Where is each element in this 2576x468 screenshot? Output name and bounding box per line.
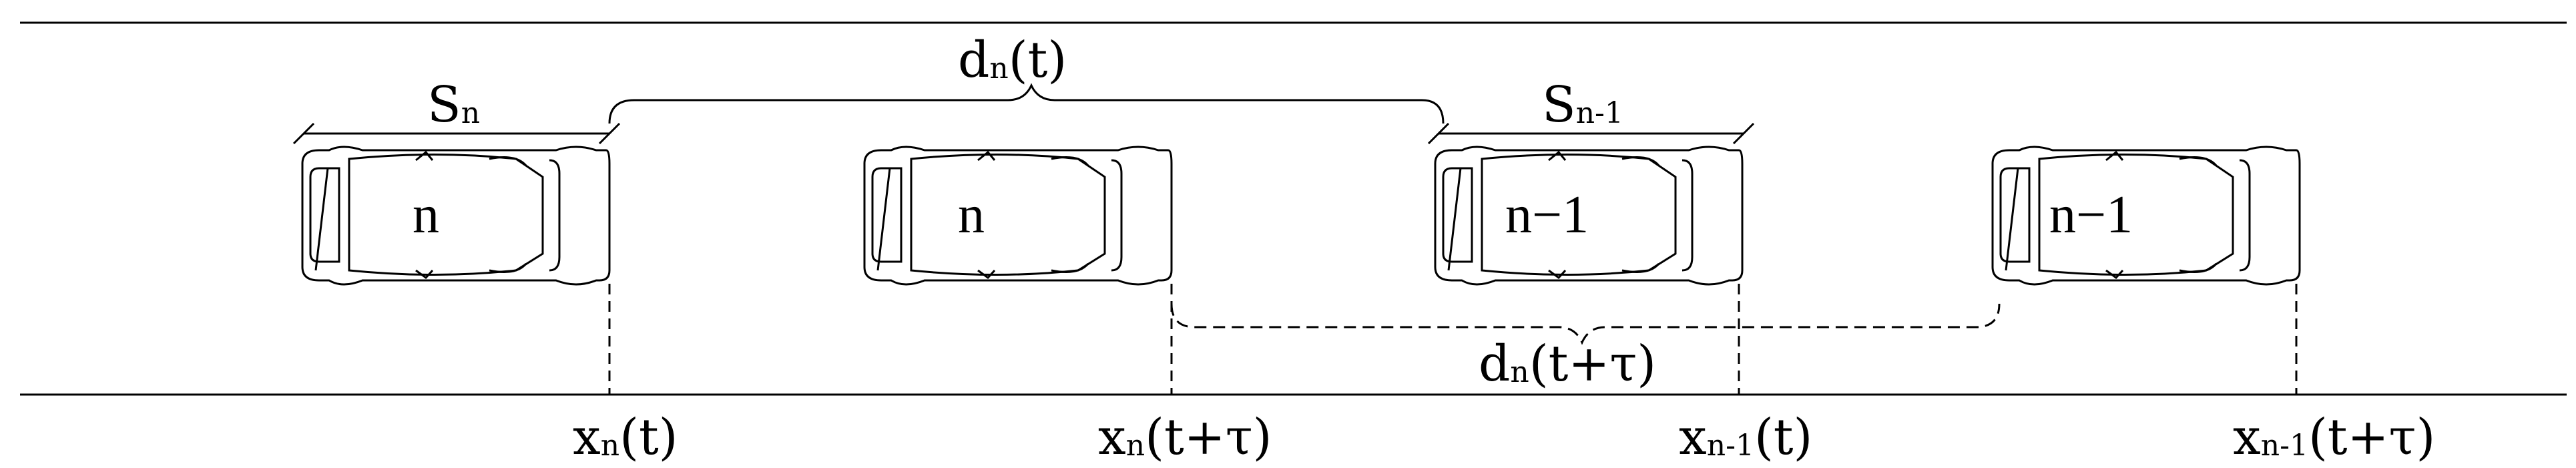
label-x-n1-ttau: xn-1(t+τ) (2233, 409, 2435, 466)
brace-d-n-ttau (1170, 303, 2001, 345)
label-d-n-ttau: dn(t+τ) (1479, 335, 1656, 393)
svg-text:Sn: Sn (427, 76, 480, 134)
car-n-ghost: n (863, 146, 1173, 286)
s-n-1-main: S (1542, 76, 1576, 134)
car-label: n (413, 186, 439, 244)
car-n-1-solid: n−1 (1434, 146, 1744, 286)
car-n-1-ghost: n−1 (1991, 146, 2301, 286)
label-x-n-ttau: xn(t+τ) (1098, 409, 1272, 466)
brace-d-n-t (608, 83, 1445, 124)
label-x-n-t: xn(t) (573, 409, 678, 466)
car-n-solid: n (301, 146, 611, 286)
s-n-main: S (427, 76, 461, 134)
s-n-1-sub: n-1 (1576, 96, 1623, 130)
label-d-n-t: dn(t) (958, 31, 1067, 89)
s-n-1-dimension: Sn-1 (1427, 76, 1755, 145)
car-label: n−1 (2049, 186, 2133, 244)
car-label: n−1 (1505, 186, 1589, 244)
car-label: n (958, 186, 985, 244)
label-x-n1-t: xn-1(t) (1679, 409, 1812, 466)
s-n-sub: n (461, 96, 480, 130)
s-n-dimension: Sn (292, 76, 621, 145)
svg-text:Sn-1: Sn-1 (1542, 76, 1623, 134)
